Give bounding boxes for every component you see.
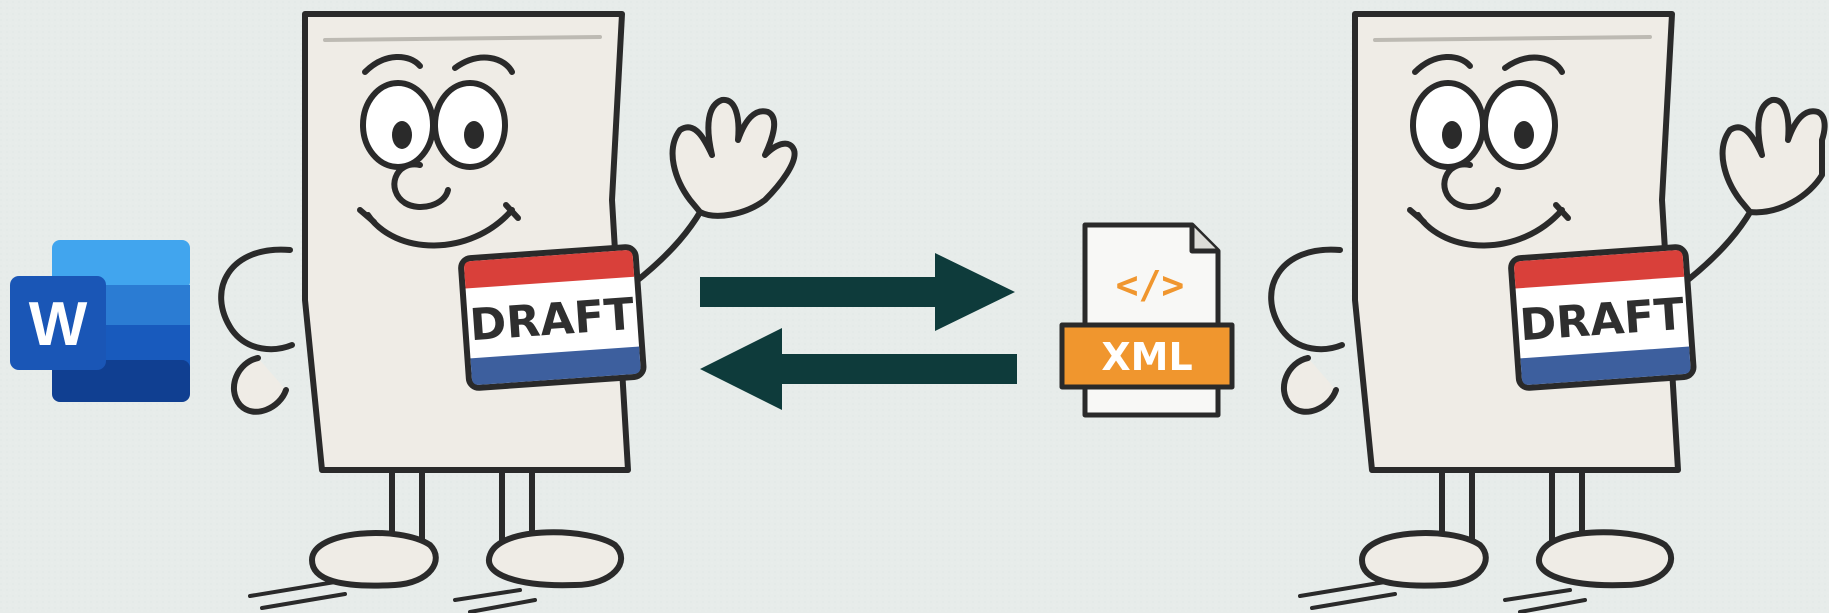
character-eyebrow-right xyxy=(1502,54,1565,75)
character-shoe-left xyxy=(309,530,439,589)
draft-badge: DRAFT xyxy=(458,244,647,391)
xml-label-band xyxy=(1059,322,1235,390)
draft-badge-label: DRAFT xyxy=(468,289,636,351)
arrow-left xyxy=(700,328,1017,410)
character-hand-wave xyxy=(669,96,798,219)
character-eyebrow-left xyxy=(1412,53,1473,75)
character-cheek-right xyxy=(1553,202,1571,221)
xml-code-glyph: </> xyxy=(1116,263,1185,307)
draft-badge: DRAFT xyxy=(1508,244,1697,391)
speed-lines-right xyxy=(1298,580,1587,613)
speed-lines-left xyxy=(248,580,537,613)
character-hand-hip xyxy=(1281,355,1339,415)
word-icon-bar-bottom xyxy=(52,360,190,402)
character-cheek-left xyxy=(1407,207,1427,225)
character-shoe-right xyxy=(485,529,624,589)
bidirectional-arrows-icon xyxy=(700,253,1017,410)
character-pupil-right xyxy=(464,121,484,149)
character-nose xyxy=(391,161,451,210)
character-pupil-left xyxy=(392,121,412,149)
character-nose xyxy=(1441,161,1501,210)
character-shoe-left xyxy=(1359,530,1489,589)
xml-file-label: XML xyxy=(1101,335,1192,379)
character-arm-hip xyxy=(218,246,295,353)
character-shoe-right xyxy=(1535,529,1674,589)
character-cheek-right xyxy=(503,202,521,221)
draft-character-left: DRAFT xyxy=(218,11,798,613)
character-hand-hip xyxy=(231,355,289,415)
word-icon: W xyxy=(10,240,190,402)
character-page-line xyxy=(323,35,602,42)
draft-badge-label: DRAFT xyxy=(1518,289,1686,351)
character-smile xyxy=(1415,207,1565,249)
xml-file-corner xyxy=(1189,225,1218,254)
character-cheek-left xyxy=(357,207,377,225)
character-arm-hip xyxy=(1268,246,1345,353)
character-smile xyxy=(365,207,515,249)
arrow-right xyxy=(700,253,1015,331)
word-icon-tile xyxy=(10,276,106,370)
character-pupil-right xyxy=(1514,121,1534,149)
word-icon-letter: W xyxy=(29,290,88,359)
character-page-line xyxy=(1373,35,1652,42)
xml-file-icon: </> XML xyxy=(1059,222,1235,418)
character-pupil-left xyxy=(1442,121,1462,149)
draft-character-right: DRAFT xyxy=(1268,11,1828,613)
character-eyebrow-left xyxy=(362,53,423,75)
character-hand-wave xyxy=(1719,96,1828,216)
character-eyebrow-right xyxy=(452,54,515,75)
